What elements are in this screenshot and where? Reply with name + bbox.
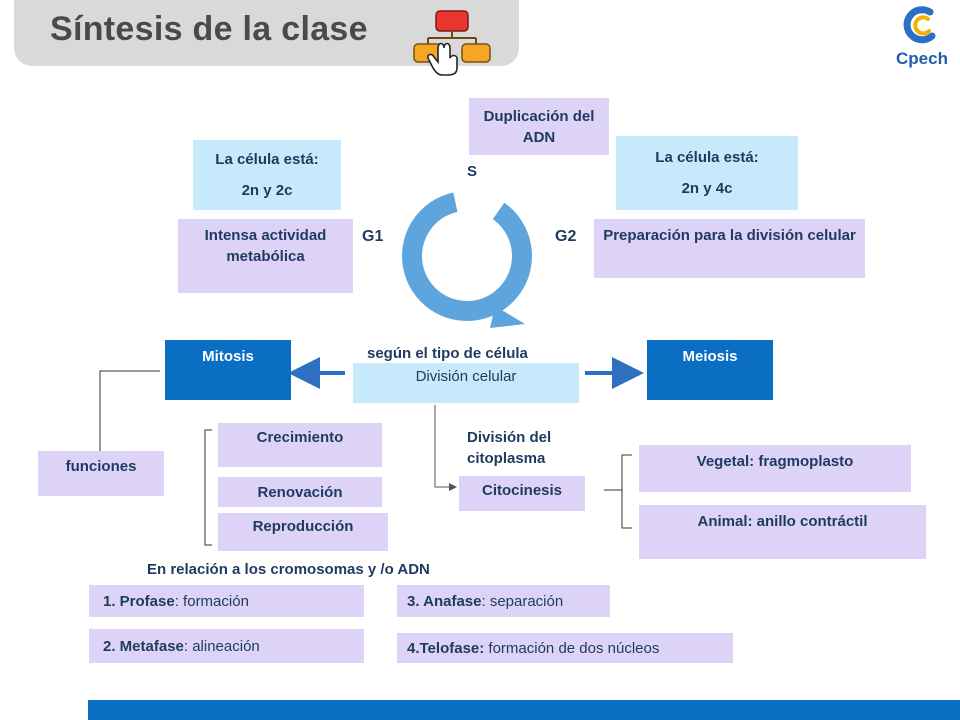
phase-profase-box: 1. Profase: formación: [89, 585, 364, 617]
phase-telofase-name: 4.Telofase:: [407, 639, 485, 657]
funcion-renovacion-label: Renovación: [257, 483, 343, 501]
s-phase-box: Duplicación del ADN: [469, 98, 609, 155]
g2-description: Preparación para la división celular: [603, 227, 856, 244]
citocinesis-animal-box: Animal: anillo contráctil: [639, 505, 926, 559]
g2-state-value: 2n y 4c: [681, 180, 733, 197]
phase-profase-desc: : formación: [174, 592, 249, 610]
g1-description: Intensa actividad metabólica: [204, 227, 327, 265]
page-title: Síntesis de la clase: [50, 10, 368, 48]
funcion-crecimiento: Crecimiento: [218, 423, 382, 467]
phase-metafase-name: 2. Metafase: [103, 637, 184, 655]
g2-state-title: La célula está:: [655, 149, 759, 166]
citocinesis-box: Citocinesis: [459, 476, 585, 511]
g2-state-box: La célula está: 2n y 4c: [616, 136, 798, 210]
phase-anafase-box: 3. Anafase: separación: [397, 585, 610, 617]
phase-profase-name: 1. Profase: [103, 592, 175, 610]
s-phase-text: Duplicación del ADN: [483, 107, 595, 146]
g2-description-box: Preparación para la división celular: [594, 219, 865, 278]
mitosis-label: Mitosis: [202, 348, 254, 365]
g1-state-value: 2n y 2c: [241, 182, 293, 199]
cpech-logo-icon: [903, 6, 936, 44]
funcion-reproduccion: Reproducción: [218, 513, 388, 551]
division-celular-label: División celular: [415, 368, 517, 385]
footer-bar: [88, 700, 960, 720]
citocinesis-label: Citocinesis: [481, 482, 563, 499]
funciones-box: funciones: [38, 451, 164, 496]
g1-description-box: Intensa actividad metabólica: [178, 219, 353, 293]
g1-phase-label: G1: [362, 228, 384, 245]
phase-telofase-box: 4.Telofase: formación de dos núcleos: [397, 633, 733, 663]
g1-state-title: La célula está:: [215, 151, 319, 168]
funcion-reproduccion-label: Reproducción: [252, 518, 354, 535]
citocinesis-vegetal-label: Vegetal: fragmoplasto: [696, 453, 854, 470]
phases-caption: En relación a los cromosomas y /o ADN: [147, 561, 430, 578]
cpech-logo: Cpech: [890, 6, 954, 68]
g2-phase-label: G2: [555, 228, 577, 245]
citocinesis-animal-label: Animal: anillo contráctil: [697, 513, 868, 530]
funcion-renovacion: Renovación: [218, 477, 382, 507]
meiosis-box: Meiosis: [647, 340, 773, 400]
phase-metafase-box: 2. Metafase: alineación: [89, 629, 364, 663]
phase-anafase-name: 3. Anafase: [407, 592, 482, 610]
division-celular-box: División celular: [353, 363, 579, 403]
mitosis-box: Mitosis: [165, 340, 291, 400]
meiosis-label: Meiosis: [682, 348, 738, 365]
s-phase-label: S: [467, 163, 478, 180]
phase-anafase-desc: : separación: [481, 592, 564, 610]
phase-metafase-desc: : alineación: [183, 637, 260, 655]
logo-text: Cpech: [896, 49, 948, 68]
phase-telofase-desc: formación de dos núcleos: [484, 639, 660, 657]
citoplasma-caption: División del citoplasma: [467, 429, 552, 467]
g1-state-box: La célula está: 2n y 2c: [193, 140, 341, 210]
division-caption: según el tipo de célula: [367, 345, 528, 362]
funcion-crecimiento-label: Crecimiento: [256, 429, 344, 446]
citocinesis-vegetal-box: Vegetal: fragmoplasto: [639, 445, 911, 492]
funciones-label: funciones: [65, 458, 137, 475]
flow-diagram-icon: [413, 10, 491, 76]
